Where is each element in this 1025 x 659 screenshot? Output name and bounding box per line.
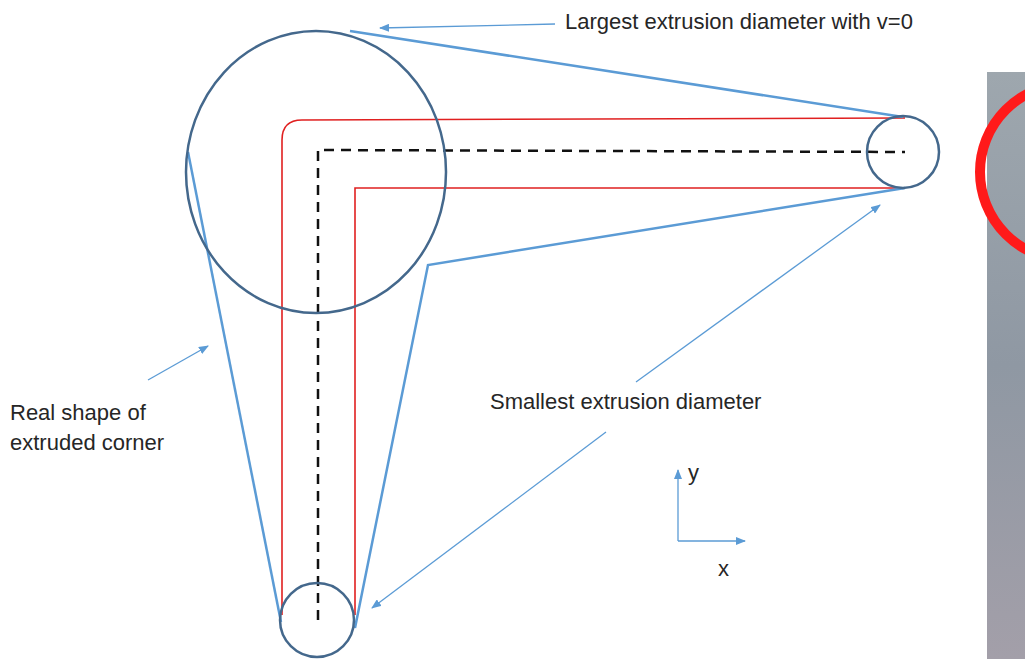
ideal-inner-edge — [355, 188, 905, 615]
axis-label: x — [716, 554, 731, 584]
small-extrusion-circle — [867, 116, 939, 188]
real-shape-edge — [188, 152, 281, 622]
leader-arrow — [636, 205, 880, 382]
leader-arrow — [380, 24, 555, 28]
nozzle-path — [318, 150, 905, 620]
leader-arrow — [372, 432, 606, 608]
axis-label: y — [686, 458, 701, 488]
largest-extrusion-circle — [186, 31, 446, 313]
axis-arrow — [678, 540, 745, 541]
photo-strip — [987, 72, 1025, 659]
small-extrusion-circle — [280, 583, 354, 657]
callout-label: Largest extrusion diameter with v=0 — [563, 7, 915, 37]
leader-arrow — [148, 346, 208, 380]
callout-label: Smallest extrusion diameter — [488, 387, 763, 417]
real-shape-edge — [350, 31, 903, 117]
callout-label: Real shape of extruded corner — [8, 398, 192, 458]
real-shape-edge — [355, 188, 905, 628]
axis-arrow — [677, 470, 678, 541]
ideal-outer-edge — [282, 118, 905, 615]
highlight-circle — [980, 84, 1025, 260]
